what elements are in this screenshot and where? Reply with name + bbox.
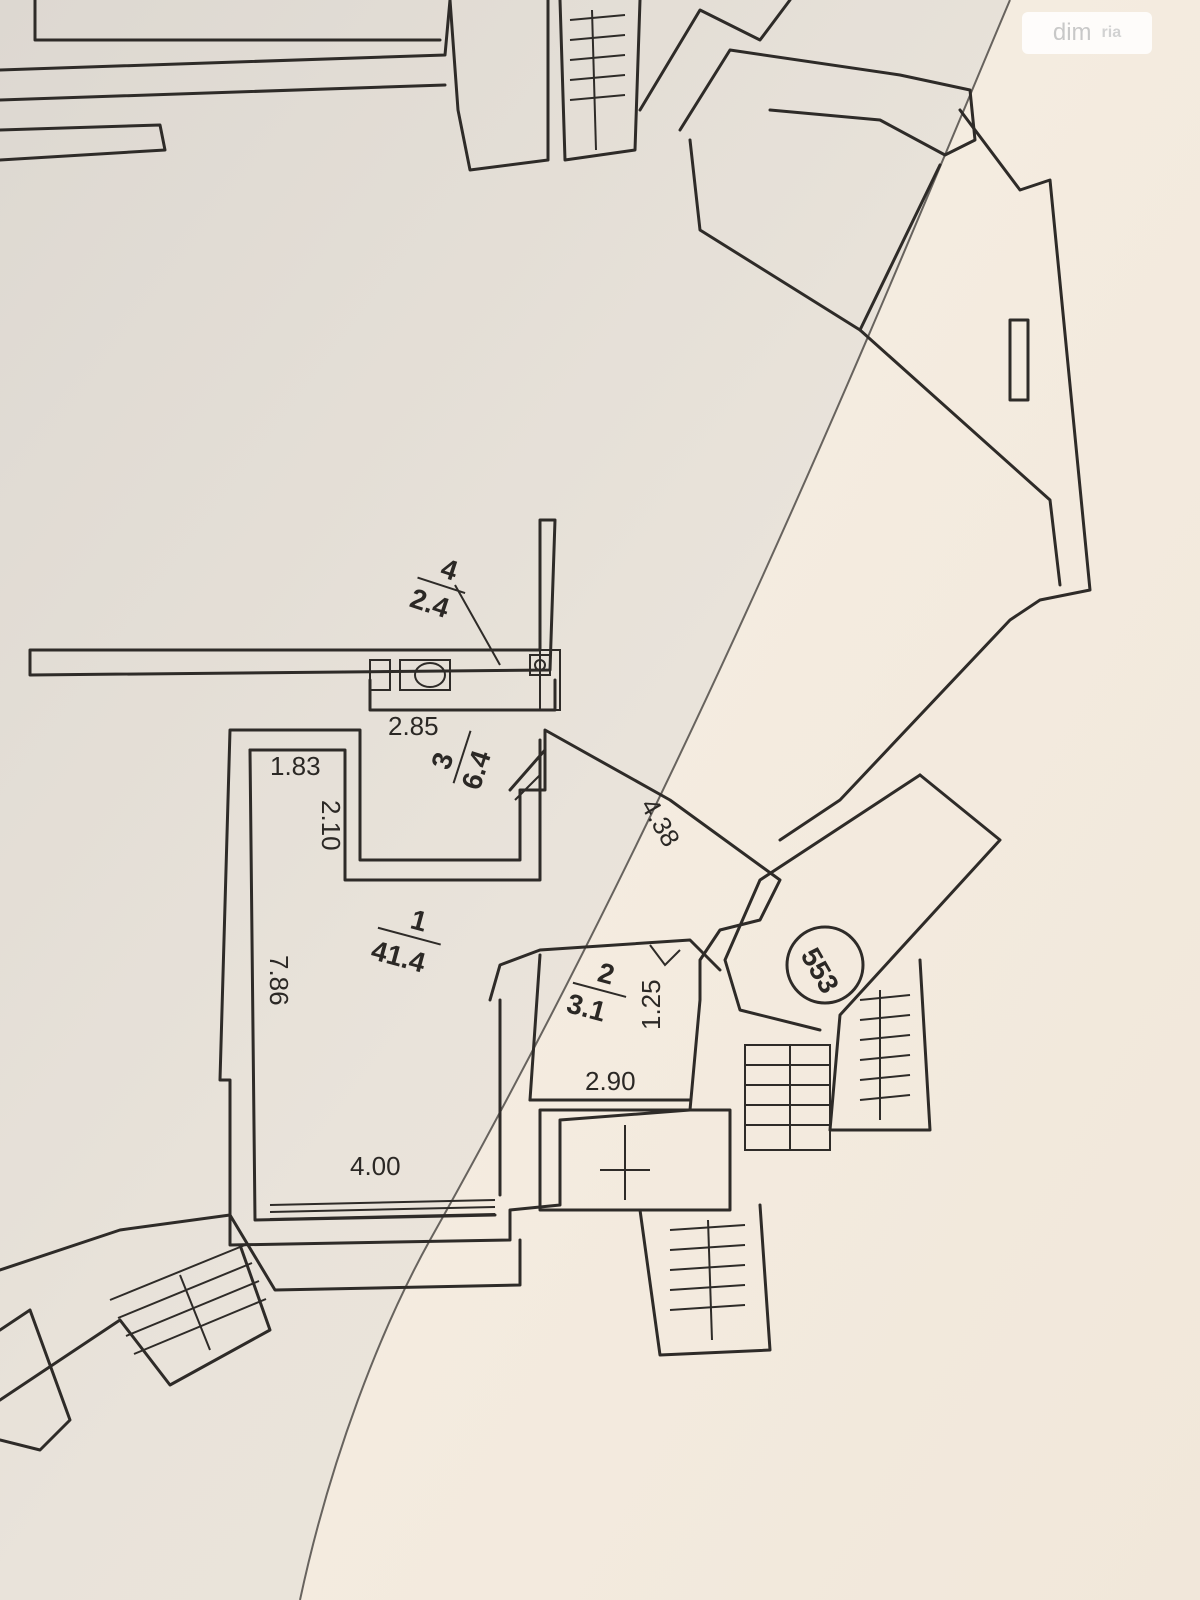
watermark-suffix: ria <box>1101 24 1122 41</box>
apartment-walls <box>0 518 782 1452</box>
dimension-4-00: 4.00 <box>350 1151 401 1181</box>
watermark-brand: dim <box>1052 19 1092 46</box>
bath-icon <box>369 659 391 691</box>
dimension-2-85: 2.85 <box>388 711 439 741</box>
dimension-2-90: 2.90 <box>585 1066 636 1096</box>
dimension-1-83: 1.83 <box>270 751 321 781</box>
room-2-number: 2 <box>595 957 618 991</box>
right-building-outline <box>723 108 1092 1151</box>
toilet-icon <box>399 659 451 691</box>
top-building-outline <box>0 0 977 332</box>
dimension-2-10: 2.10 <box>316 800 346 851</box>
sink-icon <box>529 654 551 676</box>
dimension-1-25: 1.25 <box>636 979 666 1030</box>
paper-fold-line <box>299 0 1011 1600</box>
dimension-7-86: 7.86 <box>264 955 294 1006</box>
watermark-logo: dim ria <box>1022 12 1152 54</box>
paper-overlap-sheet <box>300 0 1200 1600</box>
room-1-number: 1 <box>407 904 430 938</box>
